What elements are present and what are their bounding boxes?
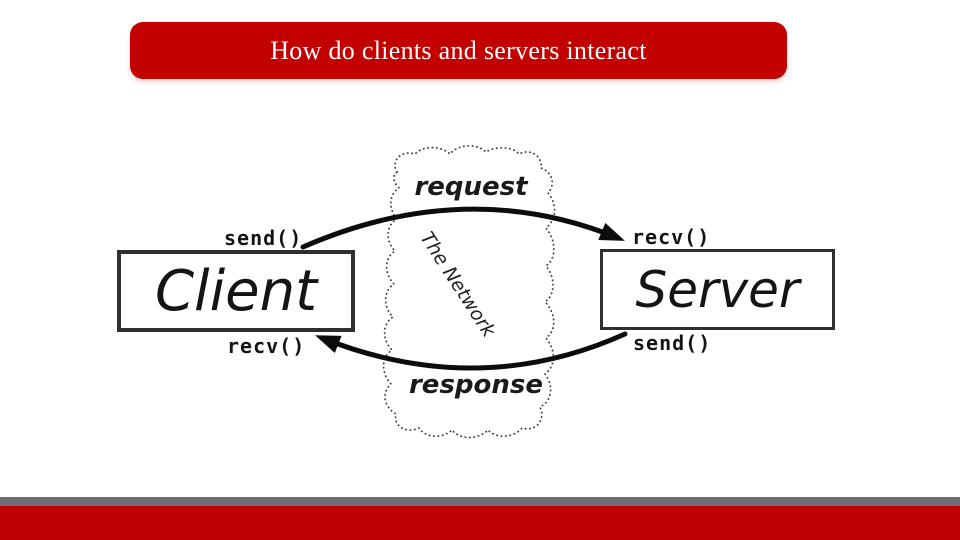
client-send-label: send() xyxy=(224,226,303,250)
request-arrow xyxy=(300,206,625,250)
slide-title: How do clients and servers interact xyxy=(270,35,647,65)
server-send-label: send() xyxy=(633,331,712,355)
response-label: response xyxy=(408,370,544,400)
server-box: Server xyxy=(600,249,835,330)
footer-gray-bar xyxy=(0,497,960,506)
server-label: Server xyxy=(635,260,800,319)
title-banner: How do clients and servers interact xyxy=(130,22,787,79)
client-recv-label: recv() xyxy=(227,334,306,358)
client-box: Client xyxy=(117,250,355,332)
response-arrow xyxy=(315,331,628,371)
server-recv-label: recv() xyxy=(632,225,711,249)
client-label: Client xyxy=(154,258,318,324)
request-label: request xyxy=(414,172,528,202)
footer-red-bar xyxy=(0,506,960,540)
